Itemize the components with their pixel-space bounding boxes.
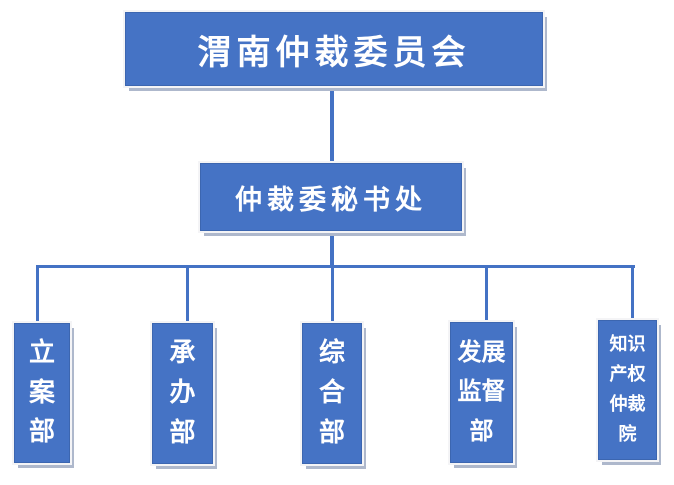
dept-label-line: 院 (618, 424, 637, 445)
dept-label-line: 仲裁 (609, 394, 646, 415)
connector-drop-dept-1 (186, 265, 189, 324)
connector-drop-dept-4 (631, 265, 634, 321)
dept-label-line: 发展 (457, 339, 506, 366)
connector-horizontal-bus (36, 265, 635, 268)
org-node-secretariat: 仲裁委秘书处 (200, 163, 462, 231)
dept-label-line: 立 (28, 338, 55, 368)
dept-label-line: 合 (318, 378, 345, 408)
org-node-dept-ip-arbitration-court: 知识 产权 仲裁 院 (598, 320, 657, 460)
connector-root-to-secretariat (330, 88, 334, 163)
org-node-root: 渭南仲裁委员会 (125, 12, 543, 86)
org-node-dept-development-supervision: 发展 监督 部 (450, 322, 513, 463)
connector-drop-dept-3 (485, 265, 488, 323)
dept-label-line: 办 (169, 378, 196, 408)
org-node-root-label: 渭南仲裁委员会 (197, 34, 471, 72)
connector-secretariat-to-bus (330, 233, 334, 267)
dept-label-line: 监督 (457, 379, 506, 406)
dept-label-line: 部 (318, 418, 345, 448)
dept-label-line: 知识 (609, 334, 646, 355)
org-node-secretariat-label: 仲裁委秘书处 (235, 184, 427, 215)
org-node-dept-case-filing: 立 案 部 (14, 323, 70, 463)
dept-label-line: 产权 (609, 364, 646, 385)
dept-label-line: 承 (169, 338, 196, 368)
org-node-dept-undertaking: 承 办 部 (152, 323, 213, 464)
dept-label-line: 综 (318, 338, 345, 368)
connector-drop-dept-2 (331, 265, 334, 324)
dept-label-line: 案 (28, 377, 55, 407)
org-node-dept-general: 综 合 部 (302, 323, 362, 464)
dept-label-line: 部 (469, 418, 494, 445)
dept-label-line: 部 (169, 418, 196, 448)
connector-drop-dept-0 (36, 265, 39, 324)
dept-label-line: 部 (28, 417, 55, 447)
